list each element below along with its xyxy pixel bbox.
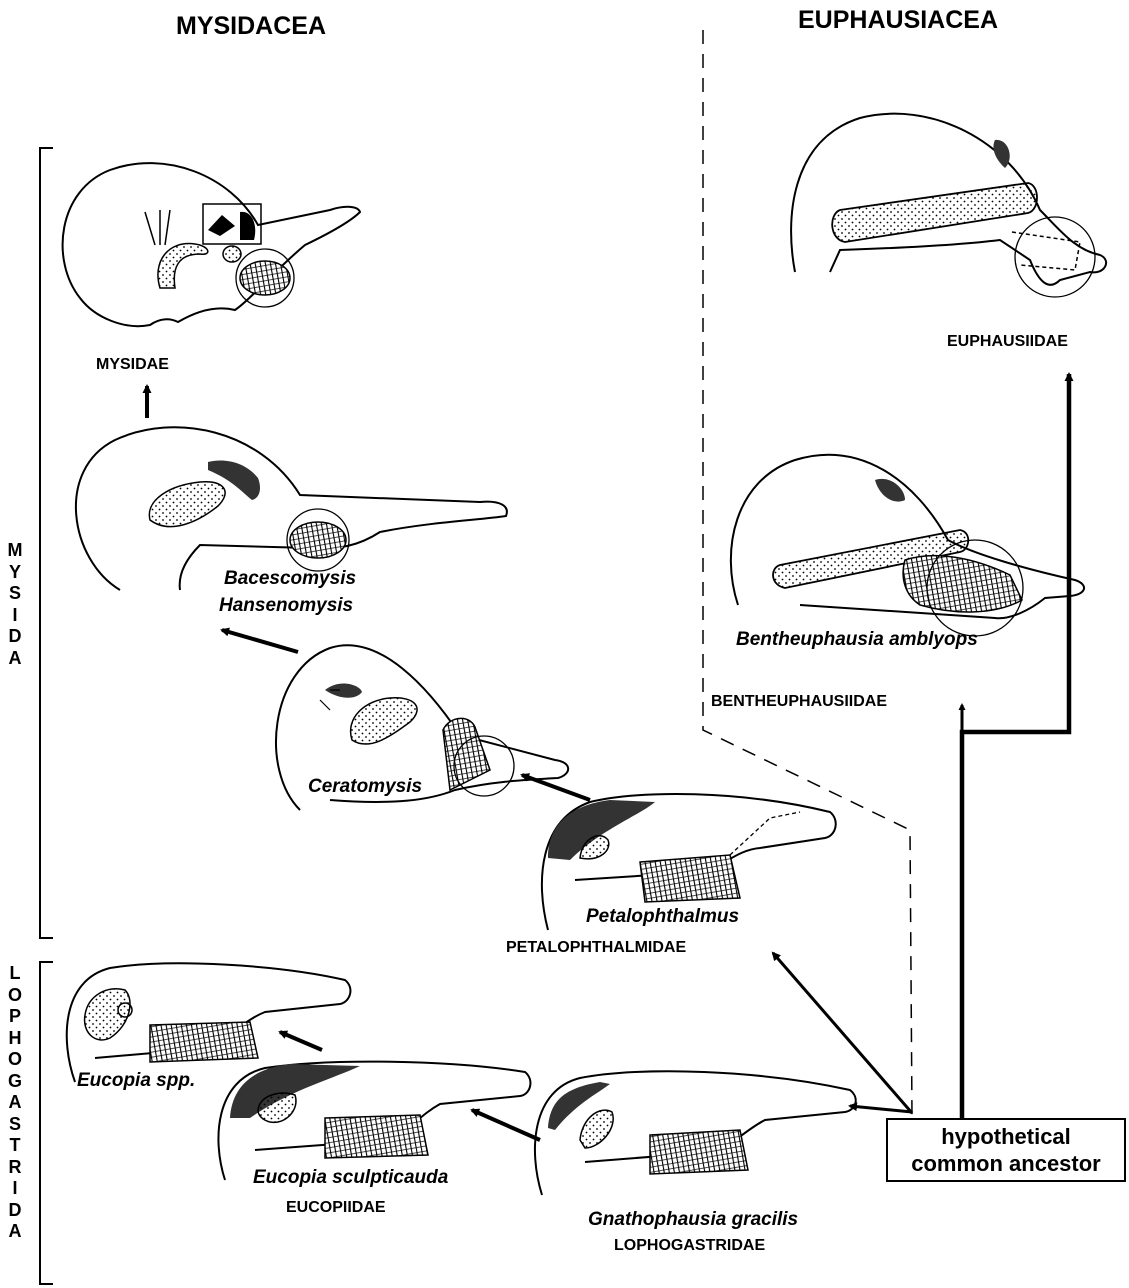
genus-label-gnathophausia: Gnathophausia gracilis [588, 1210, 798, 1229]
euphausiacea-branch [962, 374, 1069, 1118]
family-label-eucopiidae: EUCOPIIDAE [286, 1200, 386, 1216]
eucopia-sculpticauda-head-drawing [218, 1062, 530, 1180]
family-label-mysidae: MYSIDAE [96, 357, 169, 373]
side-label-letter: P [5, 1006, 25, 1028]
arrows [147, 374, 1069, 1140]
family-label-euphausiidae: EUPHAUSIIDAE [947, 334, 1068, 350]
side-label-letter: A [5, 1092, 25, 1114]
side-label-letter: M [5, 540, 25, 562]
side-label-letter: T [5, 1135, 25, 1157]
arrow-to-gnathophausia [850, 1106, 912, 1112]
side-label-letter: A [5, 648, 25, 670]
gnathophausia-head-drawing [535, 1071, 856, 1195]
genus-label-petalophthalmus: Petalophthalmus [586, 907, 739, 926]
side-label-letter: A [5, 1221, 25, 1243]
hypothetical-ancestor-box: hypothetical common ancestor [886, 1118, 1126, 1182]
arrow-to-bacescomysis [222, 630, 298, 652]
side-label-letter: Y [5, 562, 25, 584]
side-label-letter: O [5, 1049, 25, 1071]
genus-label-eucopia-spp: Eucopia spp. [77, 1071, 195, 1090]
side-label-letter: D [5, 1200, 25, 1222]
family-label-lophogastridae: LOPHOGASTRIDAE [614, 1238, 765, 1254]
lophogastrida-bracket [40, 962, 53, 1284]
side-label-letter: S [5, 1114, 25, 1136]
side-label-letter: G [5, 1071, 25, 1093]
family-label-bentheuphausiidae: BENTHEUPHAUSIIDAE [711, 694, 887, 710]
euphausiidae-head-drawing [791, 114, 1106, 297]
genus-label-hansenomysis: Hansenomysis [219, 596, 353, 615]
family-label-petalophthalmidae: PETALOPHTHALMIDAE [506, 940, 686, 956]
mysida-bracket [40, 148, 53, 938]
header-mysidacea: MYSIDACEA [176, 14, 326, 39]
ancestor-line-1: hypothetical [888, 1123, 1124, 1151]
side-label-letter: O [5, 985, 25, 1007]
bentheuphausia-head-drawing [731, 455, 1084, 636]
side-label-letter: R [5, 1157, 25, 1179]
side-label-letter: H [5, 1028, 25, 1050]
side-label-letter: L [5, 963, 25, 985]
arrow-to-eucopia-sculpticauda [472, 1110, 540, 1140]
ancestor-line-2: common ancestor [888, 1150, 1124, 1178]
header-euphausiacea: EUPHAUSIACEA [798, 8, 998, 33]
bacescomysis-head-drawing [76, 427, 507, 590]
side-label-letter: I [5, 1178, 25, 1200]
mysidae-head-drawing [63, 163, 360, 326]
side-label-letter: D [5, 626, 25, 648]
genus-label-eucopia-sculpticauda: Eucopia sculpticauda [253, 1168, 448, 1187]
side-label-letter: I [5, 605, 25, 627]
arrow-to-eucopia-spp [280, 1032, 322, 1050]
genus-label-bacescomysis: Bacescomysis [224, 569, 356, 588]
genus-label-ceratomysis: Ceratomysis [308, 777, 422, 796]
genus-label-bentheuphausia: Bentheuphausia amblyops [736, 630, 978, 649]
side-label-letter: S [5, 583, 25, 605]
